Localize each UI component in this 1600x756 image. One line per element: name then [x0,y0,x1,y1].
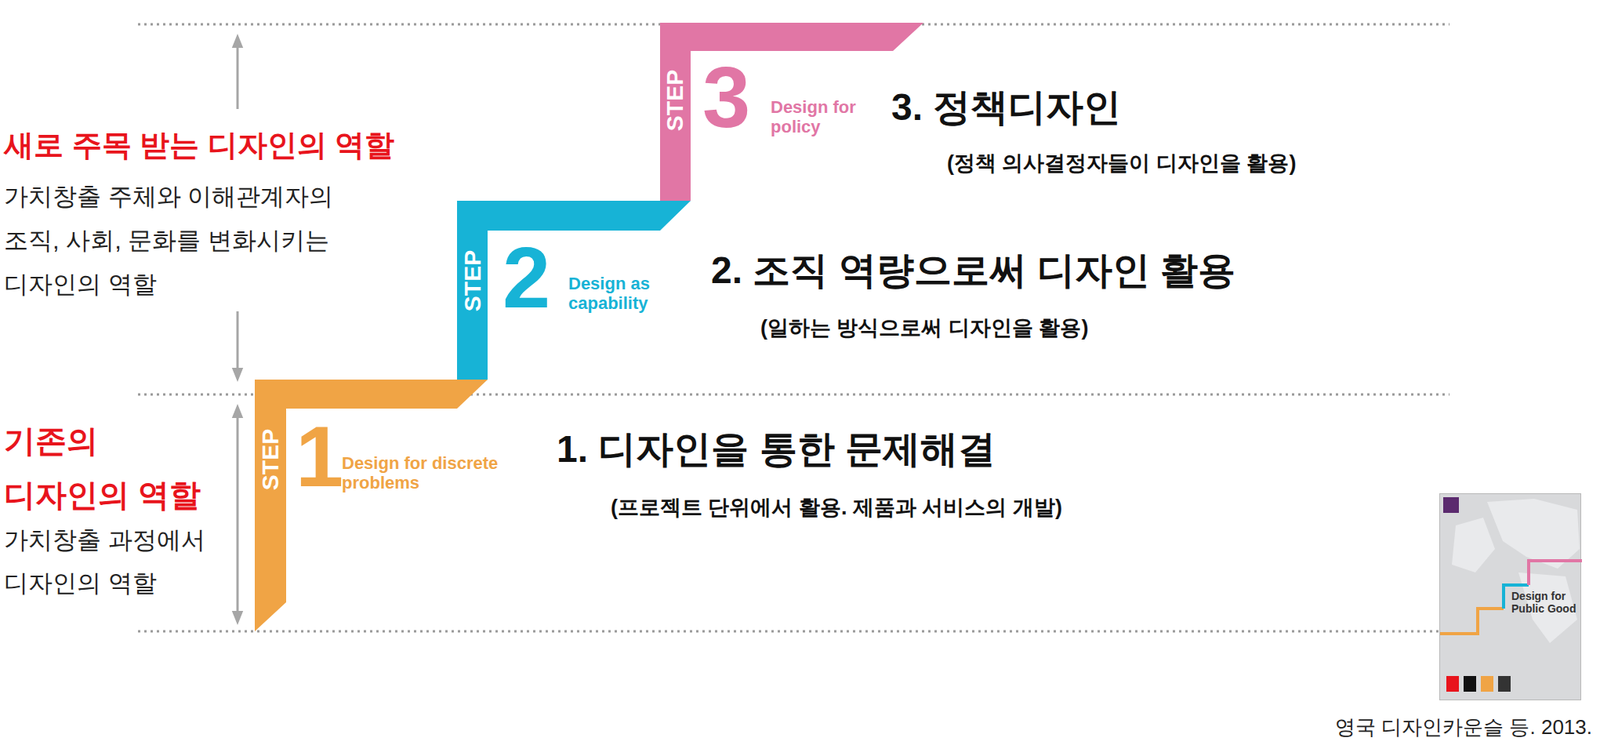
step-band [254,379,488,632]
report-cover: Design for Public Good [1439,493,1582,701]
step-number: 1 [295,413,344,500]
section-body: 가치창출 주체와 이해관계자의 조직, 사회, 문화를 변화시키는 디자인의 역… [3,174,373,306]
step-subtitle: (정책 의사결정자들이 디자인을 활용) [946,150,1297,176]
step-caption: Design for policy [770,97,889,138]
section-heading: 새로 주목 받는 디자인의 역할 [3,127,395,164]
step-band [660,22,924,201]
range-arrow [236,40,240,109]
logo-mark [1446,675,1459,692]
cover-title: Design for Public Good [1511,589,1579,615]
logo-mark [1443,497,1459,513]
step-title: 1. 디자인을 통한 문제해결 [556,426,996,472]
range-arrows [236,40,240,618]
step-title: 3. 정책디자인 [891,84,1122,131]
cover-stair [1440,608,1504,634]
range-arrow [236,410,240,515]
step-outline [254,379,488,632]
step-subtitle: (일하는 방식으로써 디자인을 활용) [760,315,1089,341]
step-shape: STEP 3 Design for policy [660,22,924,201]
map-region [1487,498,1580,569]
cover-stair [1528,560,1582,585]
step-tag: STEP [663,69,687,131]
logo-mark [1463,675,1477,692]
step-number: 2 [502,234,551,321]
map-shapes [1451,498,1580,643]
step-number: 3 [702,54,751,141]
logo-mark [1498,675,1511,692]
section-heading: 기존의 디자인의 역할 [3,413,224,523]
step-title: 2. 조직 역량으로써 디자인 활용 [711,247,1236,294]
dotted-guides [137,24,1450,632]
step-caption: Design as capability [568,273,706,314]
logo-mark [1480,675,1494,692]
step-tag: STEP [258,428,283,490]
source-caption: 영국 디자인카운슬 등. 2013. [1335,714,1593,740]
range-arrow [236,311,240,375]
step-tag: STEP [460,250,485,312]
step-subtitle: (프로젝트 단위에서 활용. 제품과 서비스의 개발) [610,494,1063,520]
dotted-line [137,630,1440,633]
step-shape: STEP2Design as capability [457,200,691,409]
step-caption: Design for discrete problems [341,453,499,494]
map-region [1451,517,1495,573]
step-shape: STEP1Design for discrete problems [254,379,488,632]
range-arrow [236,514,240,618]
section-body: 가치창출 과정에서 디자인의 역할 [3,518,240,606]
